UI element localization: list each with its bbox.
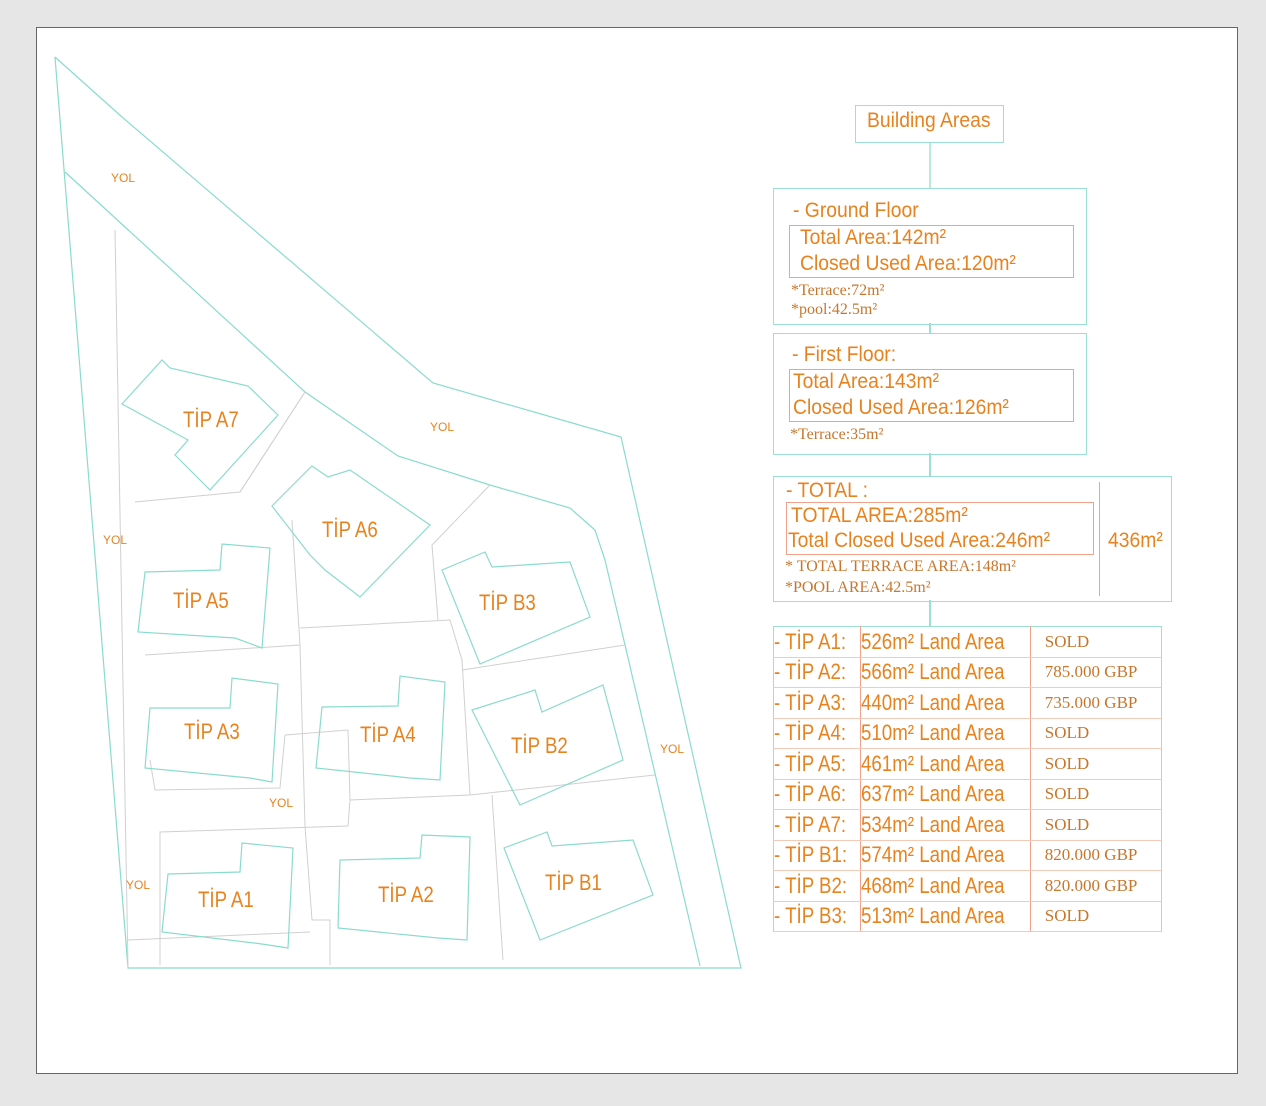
- total-closed-area: Total Closed Used Area:246m²: [788, 529, 1051, 552]
- unit-name: - TİP A4:: [773, 718, 862, 749]
- unit-name: - TİP B1:: [773, 840, 862, 871]
- unit-land-area: 461m² Land Area: [860, 748, 1031, 780]
- plot-label-b1: TİP B1: [545, 870, 602, 895]
- building-b2: [471, 684, 624, 806]
- building-a2: [337, 834, 471, 941]
- unit-price: SOLD: [1030, 748, 1162, 780]
- unit-name: - TİP A5:: [773, 748, 862, 780]
- building-b1: [503, 831, 654, 941]
- road-label: YOL: [103, 533, 128, 547]
- plot-label-a7: TİP A7: [183, 407, 239, 432]
- plot-label-a6: TİP A6: [322, 517, 378, 542]
- unit-land-area: 526m² Land Area: [860, 626, 1031, 658]
- unit-name: - TİP A1:: [773, 626, 862, 658]
- unit-land-area: 637m² Land Area: [860, 779, 1031, 810]
- building-areas-title: Building Areas: [867, 109, 991, 132]
- viewer-top-bar: [0, 0, 1266, 24]
- connector-line: [929, 453, 931, 477]
- plot-label-a3: TİP A3: [184, 719, 240, 744]
- ground-total-area: Total Area:142m²: [800, 226, 947, 249]
- unit-name: - TİP A7:: [773, 809, 862, 841]
- unit-price: SOLD: [1030, 718, 1162, 749]
- ground-area-box: [789, 225, 1074, 278]
- total-area: TOTAL AREA:285m²: [791, 504, 968, 527]
- unit-price: 785.000 GBP: [1030, 657, 1162, 688]
- unit-land-area: 513m² Land Area: [860, 901, 1031, 932]
- road-edge: [64, 171, 701, 967]
- unit-name: - TİP A3:: [773, 687, 862, 719]
- road-label: YOL: [269, 796, 294, 810]
- overall-area: 436m²: [1108, 529, 1163, 552]
- plot-label-a1: TİP A1: [198, 887, 254, 912]
- unit-price: 820.000 GBP: [1030, 840, 1162, 871]
- unit-name: - TİP A6:: [773, 779, 862, 810]
- building-a7: [121, 359, 279, 491]
- unit-land-area: 440m² Land Area: [860, 687, 1031, 719]
- connector-line: [929, 600, 931, 626]
- ground-pool: *pool:42.5m²: [791, 301, 878, 318]
- unit-price: SOLD: [1030, 901, 1162, 932]
- plot-label-a4: TİP A4: [360, 722, 416, 747]
- first-terrace: *Terrace:35m²: [790, 426, 884, 443]
- unit-land-area: 574m² Land Area: [860, 840, 1031, 871]
- first-area-box: [789, 369, 1074, 422]
- connector-line: [929, 323, 931, 334]
- unit-price: 820.000 GBP: [1030, 870, 1162, 902]
- building-b3: [441, 551, 591, 665]
- first-closed-area: Closed Used Area:126m²: [793, 396, 1009, 419]
- first-floor-heading: - First Floor:: [792, 343, 897, 366]
- unit-land-area: 534m² Land Area: [860, 809, 1031, 841]
- unit-name: - TİP B2:: [773, 870, 862, 902]
- divider: [1099, 482, 1100, 596]
- building-a3: [144, 677, 279, 783]
- total-heading: - TOTAL :: [786, 479, 868, 502]
- building-a6: [271, 465, 431, 598]
- unit-land-area: 566m² Land Area: [860, 657, 1031, 688]
- building-a4: [315, 675, 446, 781]
- ground-floor-box: - Ground Floor Total Area:142m² Closed U…: [773, 188, 1087, 325]
- total-pool: *POOL AREA:42.5m²: [785, 579, 931, 596]
- ground-closed-area: Closed Used Area:120m²: [800, 252, 1016, 275]
- total-terrace: * TOTAL TERRACE AREA:148m²: [785, 558, 1016, 575]
- first-floor-box: - First Floor: Total Area:143m² Closed U…: [773, 333, 1087, 455]
- unit-land-area: 468m² Land Area: [860, 870, 1031, 902]
- road-label: YOL: [111, 171, 136, 185]
- building-a1: [161, 842, 294, 949]
- plot-label-b2: TİP B2: [511, 733, 568, 758]
- plot-label-a2: TİP A2: [378, 882, 434, 907]
- unit-price: SOLD: [1030, 779, 1162, 810]
- total-box: - TOTAL : TOTAL AREA:285m² Total Closed …: [773, 476, 1172, 602]
- unit-price: 735.000 GBP: [1030, 687, 1162, 719]
- unit-name: - TİP A2:: [773, 657, 862, 688]
- unit-land-area: 510m² Land Area: [860, 718, 1031, 749]
- road-label: YOL: [430, 420, 455, 434]
- total-area-box: [786, 502, 1094, 555]
- unit-price: SOLD: [1030, 626, 1162, 658]
- road-label: YOL: [126, 878, 151, 892]
- plot-label-b3: TİP B3: [479, 590, 536, 615]
- ground-floor-heading: - Ground Floor: [793, 199, 919, 222]
- plot-label-a5: TİP A5: [173, 588, 229, 613]
- first-total-area: Total Area:143m²: [793, 370, 940, 393]
- unit-name: - TİP B3:: [773, 901, 862, 932]
- road-label: YOL: [660, 742, 685, 756]
- ground-terrace: *Terrace:72m²: [791, 282, 885, 299]
- site-boundary: [54, 56, 742, 969]
- building-areas-title-box: Building Areas: [855, 105, 1004, 143]
- unit-price: SOLD: [1030, 809, 1162, 841]
- building-a5: [137, 543, 271, 649]
